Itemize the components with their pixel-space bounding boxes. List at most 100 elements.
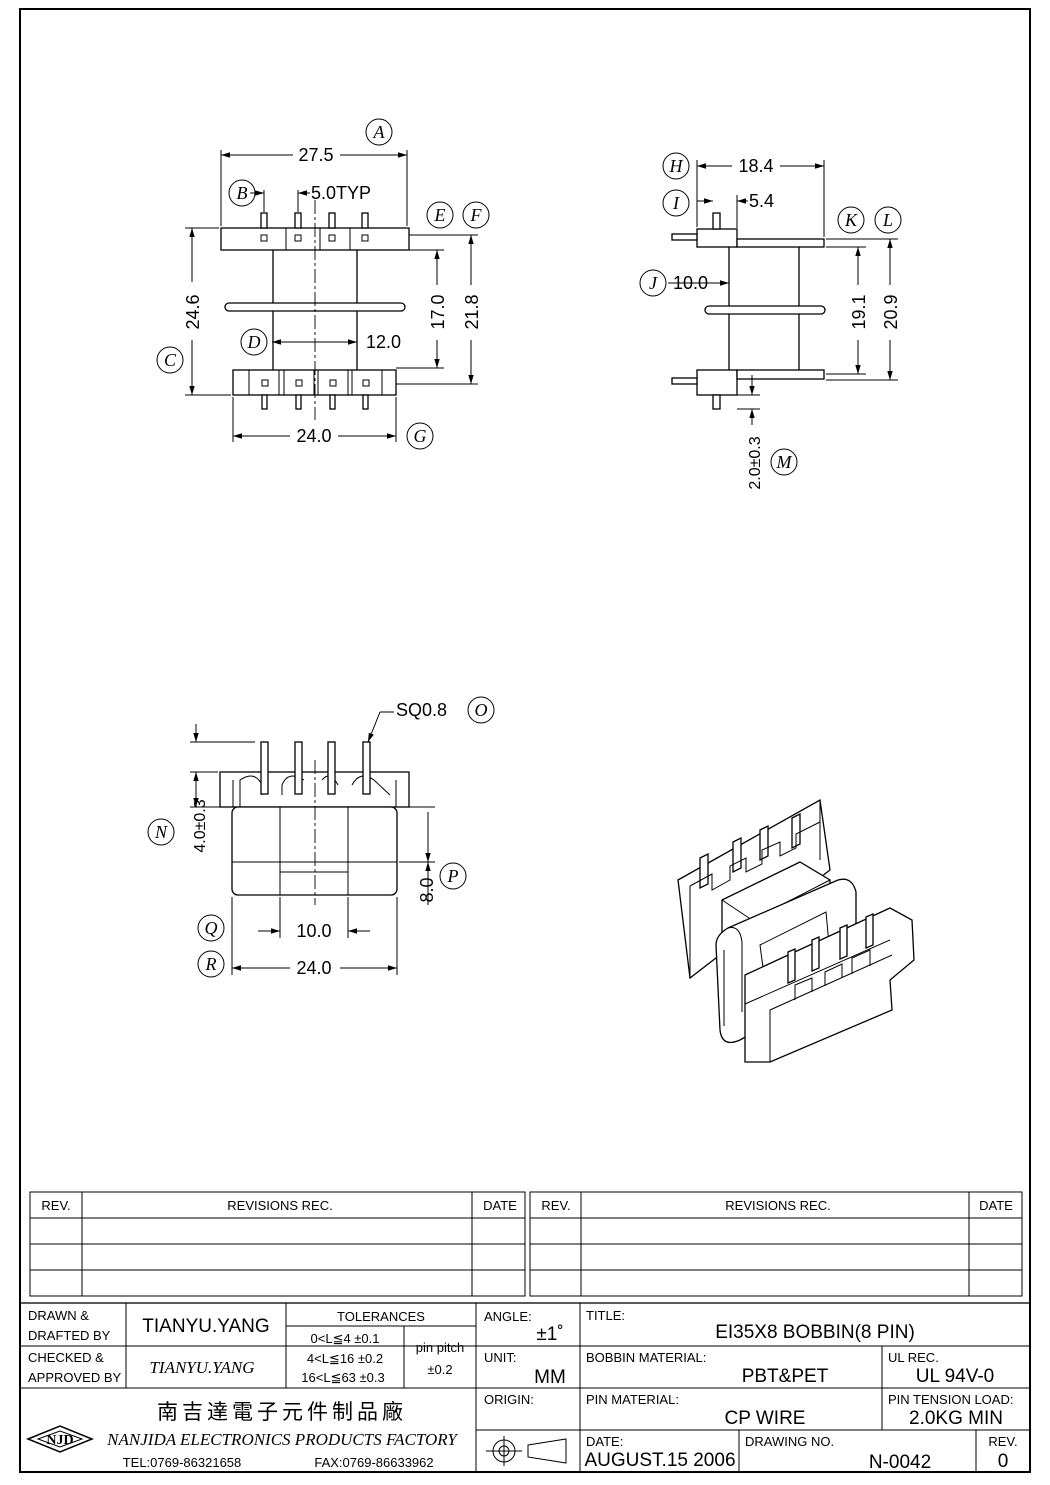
svg-text:K: K [844, 210, 858, 230]
balloon-i: I [662, 189, 690, 217]
dim-o-value: SQ0.8 [396, 700, 447, 720]
dim-m-value: 2.0±0.3 [747, 436, 764, 489]
svg-text:P: P [447, 866, 459, 886]
tolerances-label: TOLERANCES [337, 1309, 425, 1324]
balloon-j: J [639, 269, 667, 297]
checked-label-2: APPROVED BY [28, 1370, 122, 1385]
svg-text:B: B [237, 183, 248, 203]
svg-text:I: I [672, 193, 680, 213]
drawn-label-1: DRAWN & [28, 1308, 89, 1323]
svg-text:D: D [247, 332, 261, 352]
bobbin-material-value: PBT&PET [742, 1366, 829, 1387]
dim-r-value: 24.0 [296, 958, 331, 978]
svg-text:O: O [475, 700, 488, 720]
svg-text:G: G [414, 426, 427, 446]
svg-text:M: M [776, 452, 793, 472]
tol-row-3: 16<L≦63 ±0.3 [301, 1370, 384, 1385]
rec-header-right: REVISIONS REC. [725, 1198, 830, 1213]
company-tel: TEL:0769-86321658 [123, 1455, 242, 1470]
date-header-left: DATE [483, 1198, 517, 1213]
checked-by-value: TIANYU.YANG [149, 1358, 254, 1377]
projection-symbol-icon [486, 1436, 567, 1466]
company-fax: FAX:0769-86633962 [314, 1455, 433, 1470]
balloon-a: A [365, 118, 393, 146]
title-value: EI35X8 BOBBIN(8 PIN) [715, 1322, 915, 1343]
svg-text:C: C [164, 350, 177, 370]
rev-label: REV. [988, 1434, 1017, 1449]
drawn-label-2: DRAFTED BY [28, 1328, 111, 1343]
checked-label-1: CHECKED & [28, 1350, 104, 1365]
isometric-view [677, 798, 915, 1063]
pin-material-label: PIN MATERIAL: [586, 1392, 679, 1407]
balloon-o: O [467, 696, 495, 724]
balloon-d: D [240, 328, 268, 356]
angle-value: ±1˚ [536, 1324, 563, 1345]
side-view: 18.4 5.4 10.0 19.1 20.9 2.0±0.3 [668, 156, 901, 490]
svg-text:R: R [205, 954, 217, 974]
svg-text:L: L [882, 210, 893, 230]
revisions-table: REV. REVISIONS REC. DATE REV. REVISIONS … [29, 1191, 1023, 1297]
unit-label: UNIT: [484, 1350, 517, 1365]
title-block: DRAWN & DRAFTED BY TIANYU.YANG CHECKED &… [19, 1302, 1031, 1473]
unit-value: MM [534, 1367, 566, 1388]
dim-n-value: 4.0±0.3 [192, 799, 209, 852]
angle-label: ANGLE: [484, 1309, 532, 1324]
svg-text:A: A [373, 122, 386, 142]
drawing-no-value: N-0042 [869, 1452, 931, 1473]
dim-j-value: 10.0 [673, 273, 708, 293]
front-view: 27.5 5.0TYP 24.6 12.0 17.0 21.8 24.0 [183, 145, 482, 446]
pin-tension-value: 2.0KG MIN [909, 1408, 1003, 1429]
date-header-right: DATE [979, 1198, 1013, 1213]
balloon-b: B [228, 179, 256, 207]
svg-text:F: F [470, 205, 483, 225]
balloon-k: K [837, 206, 865, 234]
company-logo: NJD [26, 1425, 94, 1453]
balloons: A B C D E F G H I J K L M N O P Q R [147, 118, 902, 978]
tol-row-1: 0<L≦4 ±0.1 [311, 1331, 380, 1346]
dim-i-value: 5.4 [749, 191, 774, 211]
dim-ef-outer-value: 21.8 [462, 294, 482, 329]
svg-text:E: E [434, 205, 446, 225]
drawing-no-label: DRAWING NO. [745, 1434, 834, 1449]
balloon-n: N [147, 818, 175, 846]
rev-header-left: REV. [41, 1198, 70, 1213]
balloon-r: R [197, 950, 225, 978]
pin-pitch-value: ±0.2 [427, 1362, 452, 1377]
svg-text:N: N [154, 822, 168, 842]
dim-ef-inner-value: 17.0 [428, 294, 448, 329]
bobbin-material-label: BOBBIN MATERIAL: [586, 1350, 706, 1365]
balloon-m: M [770, 448, 798, 476]
origin-label: ORIGIN: [484, 1392, 534, 1407]
logo-text: NJD [46, 1433, 73, 1448]
balloon-l: L [874, 206, 902, 234]
balloon-e: E [426, 201, 454, 229]
company-name-cn: 南吉達電子元件制品廠 [157, 1400, 407, 1424]
ul-value: UL 94V-0 [916, 1366, 995, 1387]
bottom-view: SQ0.8 4.0±0.3 8.0 10.0 24.0 [190, 700, 447, 978]
balloon-f: F [462, 201, 490, 229]
ul-label: UL REC. [888, 1350, 939, 1365]
date-value: AUGUST.15 2006 [584, 1450, 735, 1471]
balloon-q: Q [197, 914, 225, 942]
pin-pitch-label: pin pitch [416, 1340, 464, 1355]
dim-c-value: 24.6 [183, 294, 203, 329]
svg-text:J: J [649, 273, 658, 293]
balloon-g: G [406, 422, 434, 450]
company-name-en: NANJIDA ELECTRONICS PRODUCTS FACTORY [106, 1430, 458, 1449]
dim-h-value: 18.4 [738, 156, 773, 176]
dim-a-value: 27.5 [298, 145, 333, 165]
date-label: DATE: [586, 1434, 623, 1449]
dim-kl-outer-value: 20.9 [881, 294, 901, 329]
dim-b-value: 5.0TYP [311, 183, 371, 203]
balloon-p: P [439, 862, 467, 890]
dim-kl-inner-value: 19.1 [849, 294, 869, 329]
rev-header-right: REV. [541, 1198, 570, 1213]
title-label: TITLE: [586, 1308, 625, 1323]
dim-p-value: 8.0 [417, 877, 437, 902]
svg-text:H: H [669, 156, 684, 176]
dim-g-value: 24.0 [296, 426, 331, 446]
balloon-c: C [156, 346, 184, 374]
rec-header-left: REVISIONS REC. [227, 1198, 332, 1213]
dim-q-value: 10.0 [296, 921, 331, 941]
